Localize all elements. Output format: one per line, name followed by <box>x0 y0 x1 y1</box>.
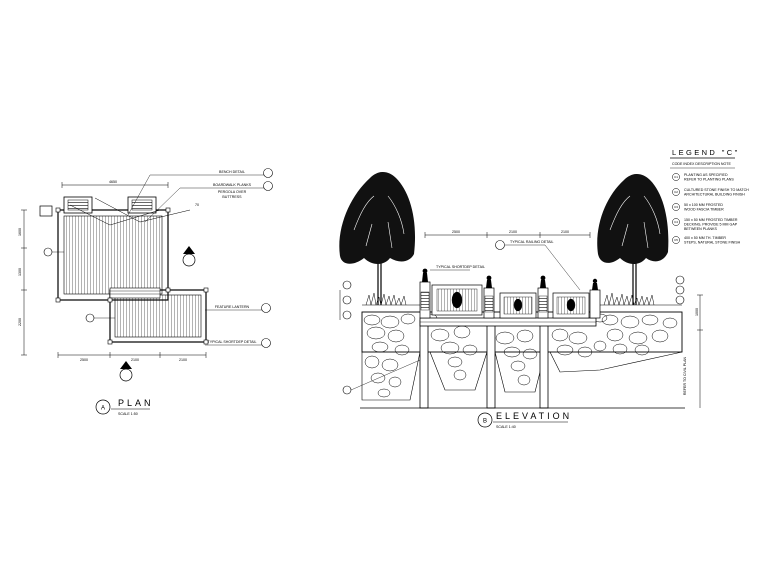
legend-code: C5 <box>674 238 678 242</box>
plan-callout-3: PERGOLA OVER <box>218 190 247 194</box>
legend-line: CULTURED STONE FINISH TO MATCH <box>684 188 749 192</box>
plan-dim-left-2: 1300 <box>18 268 22 276</box>
elev-dim-top-2: 2100 <box>509 230 517 234</box>
legend-line: REFER TO PLANTING PLANS <box>684 178 734 182</box>
plan-dim-bottom-3: 2100 <box>179 358 187 362</box>
plan-callout-1: BENCH DETAIL <box>219 170 245 174</box>
elevation-scale: SCALE 1:40 <box>496 425 516 429</box>
plan-dim-bottom-1: 2500 <box>80 358 88 362</box>
legend-header: CODE INDEX DESCRIPTION NOTE <box>672 162 732 166</box>
elevation-view: 2500 2100 2100 <box>339 172 703 429</box>
plan-dim-top: 4650 <box>109 180 117 184</box>
plan-callout-2: BOARDWALK PLANKS <box>213 183 252 187</box>
legend-code: C2 <box>674 190 678 194</box>
legend-line: 400 x 50 MM TH. TIMBER <box>684 236 726 240</box>
legend-title: LEGEND "C" <box>672 148 740 157</box>
legend-line: 50 x 100 MM FROSTED <box>684 203 723 207</box>
elev-vertical-note: REFER TO CIVIL PLAN <box>683 356 687 395</box>
plan-callout-5: FEATURE LANTERN <box>215 305 250 309</box>
elev-note-shortdep: TYPICAL SHORTDEP DETAIL <box>436 265 485 269</box>
elevation-title: ELEVATION <box>496 411 572 421</box>
legend-code: C3 <box>674 205 678 209</box>
plan-scale: SCALE 1:50 <box>118 412 138 416</box>
section-marker-icon <box>119 246 196 382</box>
tree-left-icon <box>339 172 416 305</box>
tree-right-icon <box>597 174 669 305</box>
legend-item: C3 50 x 100 MM FROSTED WOOD FASCIA TIMBE… <box>672 203 724 212</box>
plan-title: PLAN <box>118 398 154 408</box>
elev-dim-top-1: 2500 <box>452 230 460 234</box>
plan-dim-bottom-2: 2100 <box>131 358 139 362</box>
legend-item: C2 CULTURED STONE FINISH TO MATCH ARCHIT… <box>672 188 749 197</box>
plan-label: A <box>101 406 105 412</box>
plan-callout-4: BUTTRESS <box>222 195 242 199</box>
elev-right-dim: 1000 <box>695 308 699 316</box>
legend-line: DECKING, PROVIDE 5 MM GAP <box>684 223 738 227</box>
plan-level: 70 <box>195 203 199 207</box>
legend-line: BETWEEN PLANKS <box>684 227 718 231</box>
plan-dim-left-1: 1600 <box>18 228 22 236</box>
legend-item: C4 150 x 50 MM FROSTED TIMBER DECKING, P… <box>672 218 738 231</box>
legend: LEGEND "C" CODE INDEX DESCRIPTION NOTE C… <box>670 148 749 245</box>
legend-line: ARCHITECTURAL BUILDING FINISH <box>684 193 745 197</box>
legend-item: C5 400 x 50 MM TH. TIMBER STEPS, NATURAL… <box>672 236 741 245</box>
elev-note-railing: TYPICAL RAILING DETAIL <box>510 240 554 244</box>
elevation-label: B <box>483 419 487 425</box>
legend-line: WOOD FASCIA TIMBER <box>684 208 724 212</box>
legend-line: PLANTING AS SPECIFIED <box>684 173 728 177</box>
plan-view: 4650 1600 1300 2200 70 <box>18 168 273 416</box>
stone-mass <box>363 313 678 398</box>
legend-line: STEPS, NATURAL STONE FINISH <box>684 241 741 245</box>
legend-item: C1 PLANTING AS SPECIFIED REFER TO PLANTI… <box>672 173 734 182</box>
plan-dim-left-3: 2200 <box>18 318 22 326</box>
plan-callout-6: TYPICAL SHORTDEP DETAIL <box>208 340 257 344</box>
legend-code: C4 <box>674 220 678 224</box>
elev-dim-top-3: 2100 <box>561 230 569 234</box>
legend-code: C1 <box>674 175 678 179</box>
legend-line: 150 x 50 MM FROSTED TIMBER <box>684 218 738 222</box>
